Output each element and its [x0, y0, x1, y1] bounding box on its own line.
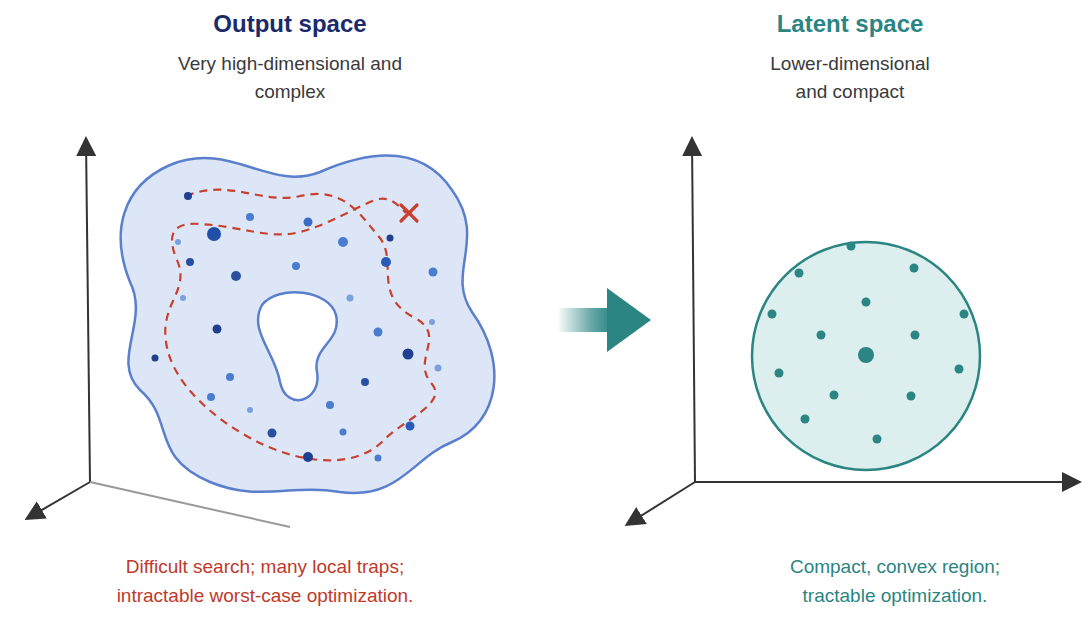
latent-region: [752, 242, 980, 470]
output-manifold: [121, 156, 495, 493]
panel-caption: Compact, convex region; tractable optimi…: [775, 553, 1015, 610]
axes: [628, 140, 1078, 524]
panel-title: Latent space: [700, 6, 1000, 42]
block-arrow: [559, 288, 651, 352]
panel: Output spaceVery high-dimensional and co…: [0, 0, 545, 623]
panel-title: Output space: [90, 6, 490, 42]
panel: Latent spaceLower-dimensional and compac…: [655, 0, 1089, 623]
latent-dots: [768, 242, 969, 444]
sample-dots: [152, 192, 442, 462]
panel-subtitle: Very high-dimensional and complex: [178, 50, 403, 105]
local-minimum-mark: [401, 205, 417, 221]
arrow-shaft: [559, 308, 612, 332]
panel-subtitle: Lower-dimensional and compact: [763, 50, 938, 105]
search-path: [165, 190, 435, 461]
arrow-head: [607, 288, 651, 352]
panel-caption: Difficult search; many local traps; intr…: [85, 553, 445, 610]
